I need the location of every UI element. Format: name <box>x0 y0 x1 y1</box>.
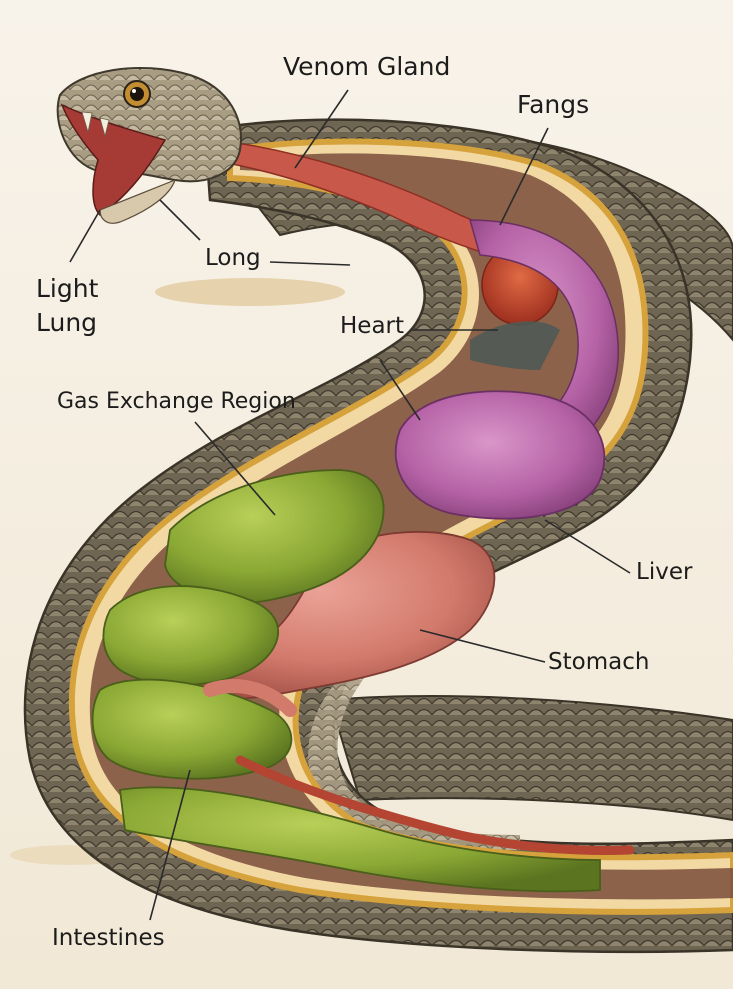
stain <box>155 278 345 306</box>
leader-gas-exchange <box>194 421 276 516</box>
intestine-vessel <box>235 755 635 855</box>
leader-intestines <box>149 769 191 921</box>
leader-fangs <box>499 127 549 226</box>
leader-venom-gland <box>294 89 349 169</box>
lower-jaw <box>99 178 176 224</box>
label-intestines: Intestines <box>52 925 165 951</box>
leader-liver <box>544 519 631 574</box>
label-long: Long <box>205 245 261 271</box>
stomach-tail <box>203 679 297 717</box>
label-liver: Liver <box>636 559 693 585</box>
label-venom-gland: Venom Gland <box>283 52 451 81</box>
leader-long-mouth <box>159 199 201 241</box>
leader-lines <box>69 89 631 921</box>
pupil <box>130 87 144 101</box>
leader-heart-2 <box>379 359 421 421</box>
dark-vessel <box>470 321 560 370</box>
leader-light-lung <box>69 209 101 263</box>
label-gas-exchange-region: Gas Exchange Region <box>57 389 296 414</box>
fang <box>99 117 110 138</box>
purple-organ <box>394 390 606 520</box>
eye-glint <box>132 89 136 93</box>
label-fangs: Fangs <box>517 90 590 119</box>
leader-stomach <box>419 629 546 663</box>
label-stomach: Stomach <box>548 649 650 675</box>
fang <box>81 111 93 133</box>
green-organ-middle <box>102 585 279 686</box>
label-heart: Heart <box>340 313 405 339</box>
label-light-lung: Light Lung <box>36 274 99 337</box>
intestine-lower <box>118 786 601 893</box>
leader-long <box>269 261 351 266</box>
back-coil-lower <box>328 695 733 822</box>
